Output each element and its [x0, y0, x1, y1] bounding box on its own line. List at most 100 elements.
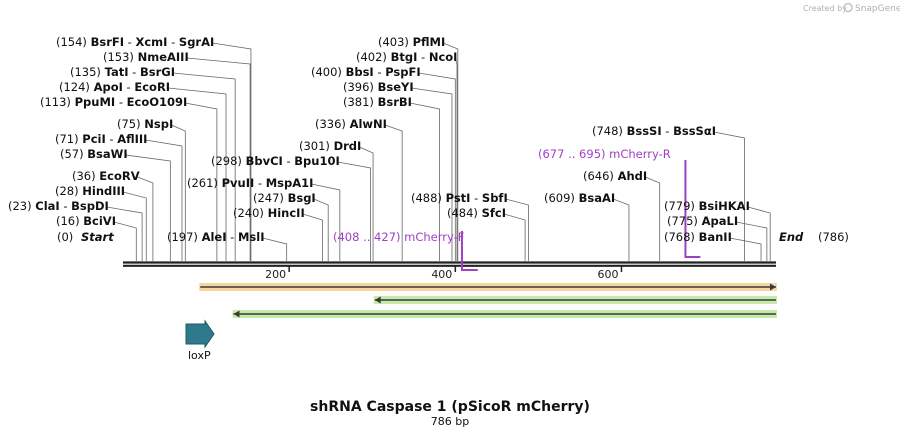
site-label[interactable]: (403) PflMI	[378, 35, 445, 49]
site-label[interactable]: (488) PstI - SbfI	[411, 191, 508, 205]
primer-mcherry-r-icon[interactable]	[684, 160, 701, 258]
site-connector-line	[359, 146, 374, 261]
enzyme-name[interactable]: AflIII	[117, 132, 147, 146]
enzyme-name[interactable]: PpuMI	[75, 95, 116, 109]
site-position: (16)	[56, 214, 83, 228]
enzyme-name[interactable]: ApaLI	[702, 214, 739, 228]
enzyme-name[interactable]: BbvCI	[246, 154, 283, 168]
site-label[interactable]: (124) ApoI - EcoRI	[59, 80, 170, 94]
site-label[interactable]: (646) AhdI	[583, 169, 647, 183]
enzyme-name[interactable]: BsiHKAI	[699, 199, 750, 213]
enzyme-name[interactable]: AhdI	[618, 169, 648, 183]
enzyme-name[interactable]: BanII	[699, 230, 732, 244]
loxp-arrow-icon[interactable]	[185, 319, 215, 349]
site-connector-line	[302, 213, 323, 261]
enzyme-name[interactable]: PvuII	[222, 176, 255, 190]
enzyme-name[interactable]: Bpu10I	[294, 154, 339, 168]
site-label[interactable]: (400) BbsI - PspFI	[311, 65, 421, 79]
site-label[interactable]: (28) HindIII	[55, 184, 125, 198]
site-label[interactable]: (402) BtgI - NcoI	[356, 50, 457, 64]
site-label[interactable]: (779) BsiHKAI	[664, 199, 750, 213]
site-label[interactable]: (301) DrdI	[299, 139, 361, 153]
enzyme-name[interactable]: NcoI	[429, 50, 458, 64]
enzyme-name[interactable]: BsrGI	[140, 65, 175, 79]
enzyme-name[interactable]: BsgI	[288, 191, 316, 205]
site-label[interactable]: (748) BssSI - BssSαI	[592, 124, 716, 138]
enzyme-name[interactable]: BseYI	[378, 80, 414, 94]
enzyme-name[interactable]: ClaI	[35, 199, 59, 213]
enzyme-name[interactable]: ApoI	[94, 80, 123, 94]
site-separator: -	[123, 80, 134, 94]
enzyme-name[interactable]: XcmI	[135, 35, 167, 49]
features	[199, 283, 778, 318]
site-connector-line	[747, 206, 771, 261]
enzyme-name[interactable]: NspI	[144, 117, 173, 131]
site-label[interactable]: (154) BsrFI - XcmI - SgrAI	[56, 35, 214, 49]
enzyme-name[interactable]: BtgI	[391, 50, 418, 64]
site-label[interactable]: (153) NmeAIII	[103, 50, 189, 64]
enzyme-name[interactable]: NmeAIII	[138, 50, 189, 64]
site-label[interactable]: (609) BsaAI	[544, 191, 615, 205]
loxp-feature[interactable]: loxP	[185, 319, 215, 362]
enzyme-name[interactable]: HindIII	[82, 184, 125, 198]
site-label[interactable]: (16) BciVI	[56, 214, 116, 228]
enzyme-name[interactable]: BspDI	[71, 199, 109, 213]
primer-label[interactable]: (408 .. 427) mCherry-F	[333, 230, 464, 244]
enzyme-name[interactable]: EcoRV	[99, 169, 139, 183]
enzyme-name[interactable]: BssSαI	[673, 124, 716, 138]
site-label[interactable]: (381) BsrBI	[343, 95, 412, 109]
site-label[interactable]: (71) PciI - AflIII	[55, 132, 147, 146]
enzyme-name[interactable]: BbsI	[346, 65, 374, 79]
enzyme-name[interactable]: SgrAI	[179, 35, 214, 49]
site-label[interactable]: (75) NspI	[117, 117, 173, 131]
enzyme-name[interactable]: BsaAI	[579, 191, 616, 205]
site-label[interactable]: (240) HincII	[233, 206, 305, 220]
site-label[interactable]: (135) TatI - BsrGI	[70, 65, 175, 79]
site-label[interactable]: (57) BsaWI	[60, 147, 128, 161]
site-position: (57)	[60, 147, 87, 161]
enzyme-name[interactable]: BssSI	[627, 124, 662, 138]
enzyme-name[interactable]: PflMI	[413, 35, 446, 49]
enzyme-name[interactable]: BsrBI	[378, 95, 412, 109]
site-connector-line	[113, 221, 137, 261]
site-label[interactable]: (197) AleI - MslI	[167, 230, 265, 244]
enzyme-name[interactable]: DrdI	[334, 139, 362, 153]
site-label[interactable]: (396) BseYI	[343, 80, 414, 94]
site-label[interactable]: (768) BanII	[664, 230, 732, 244]
enzyme-name[interactable]: AlwNI	[350, 117, 387, 131]
enzyme-name[interactable]: HincII	[268, 206, 305, 220]
enzyme-name[interactable]: BsrFI	[91, 35, 124, 49]
primer-label[interactable]: (677 .. 695) mCherry-R	[538, 147, 671, 161]
site-label[interactable]: (113) PpuMI - EcoO109I	[40, 95, 187, 109]
site-label[interactable]: (23) ClaI - BspDI	[8, 199, 109, 213]
site-separator: -	[417, 50, 428, 64]
site-separator: -	[227, 230, 238, 244]
site-connector-line	[713, 131, 745, 261]
site-label[interactable]: (261) PvuII - MspA1I	[187, 176, 313, 190]
site-label[interactable]: (36) EcoRV	[72, 169, 140, 183]
site-label[interactable]: (775) ApaLI	[667, 214, 738, 228]
snapgene-credit: Created by SnapGene	[803, 2, 900, 14]
enzyme-name[interactable]: SbfI	[482, 191, 508, 205]
enzyme-name[interactable]: EcoRI	[134, 80, 170, 94]
enzyme-name[interactable]: PciI	[82, 132, 105, 146]
enzyme-name[interactable]: BciVI	[83, 214, 116, 228]
site-label[interactable]: (336) AlwNI	[315, 117, 387, 131]
enzyme-name[interactable]: MslI	[238, 230, 265, 244]
site-label[interactable]: (298) BbvCI - Bpu10I	[211, 154, 340, 168]
site-label[interactable]: (484) SfcI	[447, 206, 506, 220]
enzyme-name[interactable]: EcoO109I	[127, 95, 188, 109]
enzyme-name[interactable]: SfcI	[482, 206, 506, 220]
site-labels[interactable]: (154) BsrFI - XcmI - SgrAI(153) NmeAIII(…	[8, 35, 750, 244]
enzyme-name[interactable]: MspA1I	[266, 176, 314, 190]
enzyme-name[interactable]: BsaWI	[87, 147, 127, 161]
enzyme-name[interactable]: AleI	[202, 230, 227, 244]
site-label[interactable]: (247) BsgI	[253, 191, 316, 205]
enzyme-name[interactable]: PstI	[446, 191, 471, 205]
site-connector-line	[337, 161, 371, 261]
site-position: (402)	[356, 50, 391, 64]
enzyme-name[interactable]: TatI	[105, 65, 129, 79]
enzyme-name[interactable]: PspFI	[385, 65, 420, 79]
primer-mcherry-f-icon[interactable]	[460, 231, 478, 271]
